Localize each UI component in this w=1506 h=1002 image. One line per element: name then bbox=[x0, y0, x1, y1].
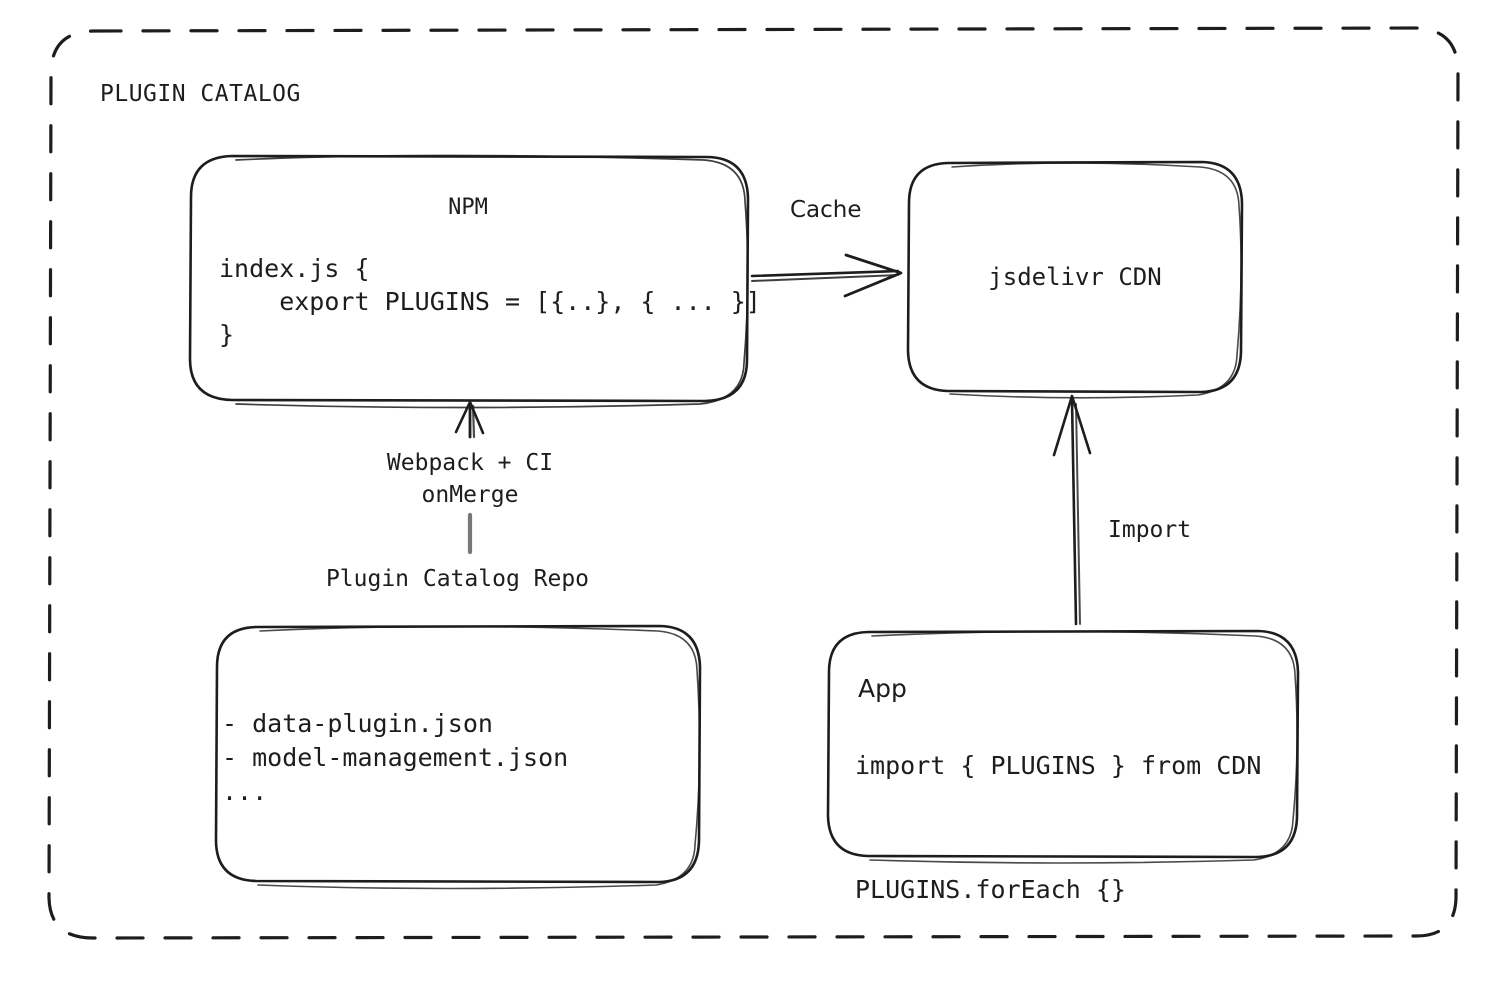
repo-box-outline-sketch bbox=[257, 625, 701, 890]
cdn-node-title: jsdelivr CDN bbox=[988, 263, 1162, 291]
import-arrow bbox=[1052, 394, 1092, 626]
page-title: PLUGIN CATALOG bbox=[100, 81, 301, 107]
repo-node-code: - data-plugin.json - model-management.js… bbox=[222, 709, 569, 806]
edge-label-import: Import bbox=[1108, 517, 1192, 543]
npm-box-outline bbox=[188, 154, 750, 403]
app-node-title: App bbox=[858, 674, 907, 703]
plugin-catalog-group-border bbox=[47, 26, 1460, 940]
npm-node-code: index.js { export PLUGINS = [{..}, { ...… bbox=[219, 254, 761, 349]
app-box-outline-sketch bbox=[869, 630, 1298, 864]
cache-arrow bbox=[750, 253, 903, 298]
app-box-outline bbox=[826, 629, 1300, 859]
edge-label-webpack-ci: Webpack + CI onMerge bbox=[386, 450, 554, 508]
npm-box-outline-sketch bbox=[235, 154, 749, 409]
repo-box-outline bbox=[214, 624, 702, 884]
cdn-box-outline-sketch bbox=[949, 162, 1242, 399]
edge-label-cache: Cache bbox=[790, 197, 862, 223]
webpack-ci-arrow bbox=[454, 400, 485, 555]
npm-node-title: NPM bbox=[448, 195, 488, 220]
cdn-box-outline bbox=[906, 160, 1244, 394]
app-node-code: import { PLUGINS } from CDN PLUGINS.forE… bbox=[855, 751, 1262, 904]
repo-node-title: Plugin Catalog Repo bbox=[325, 566, 590, 592]
